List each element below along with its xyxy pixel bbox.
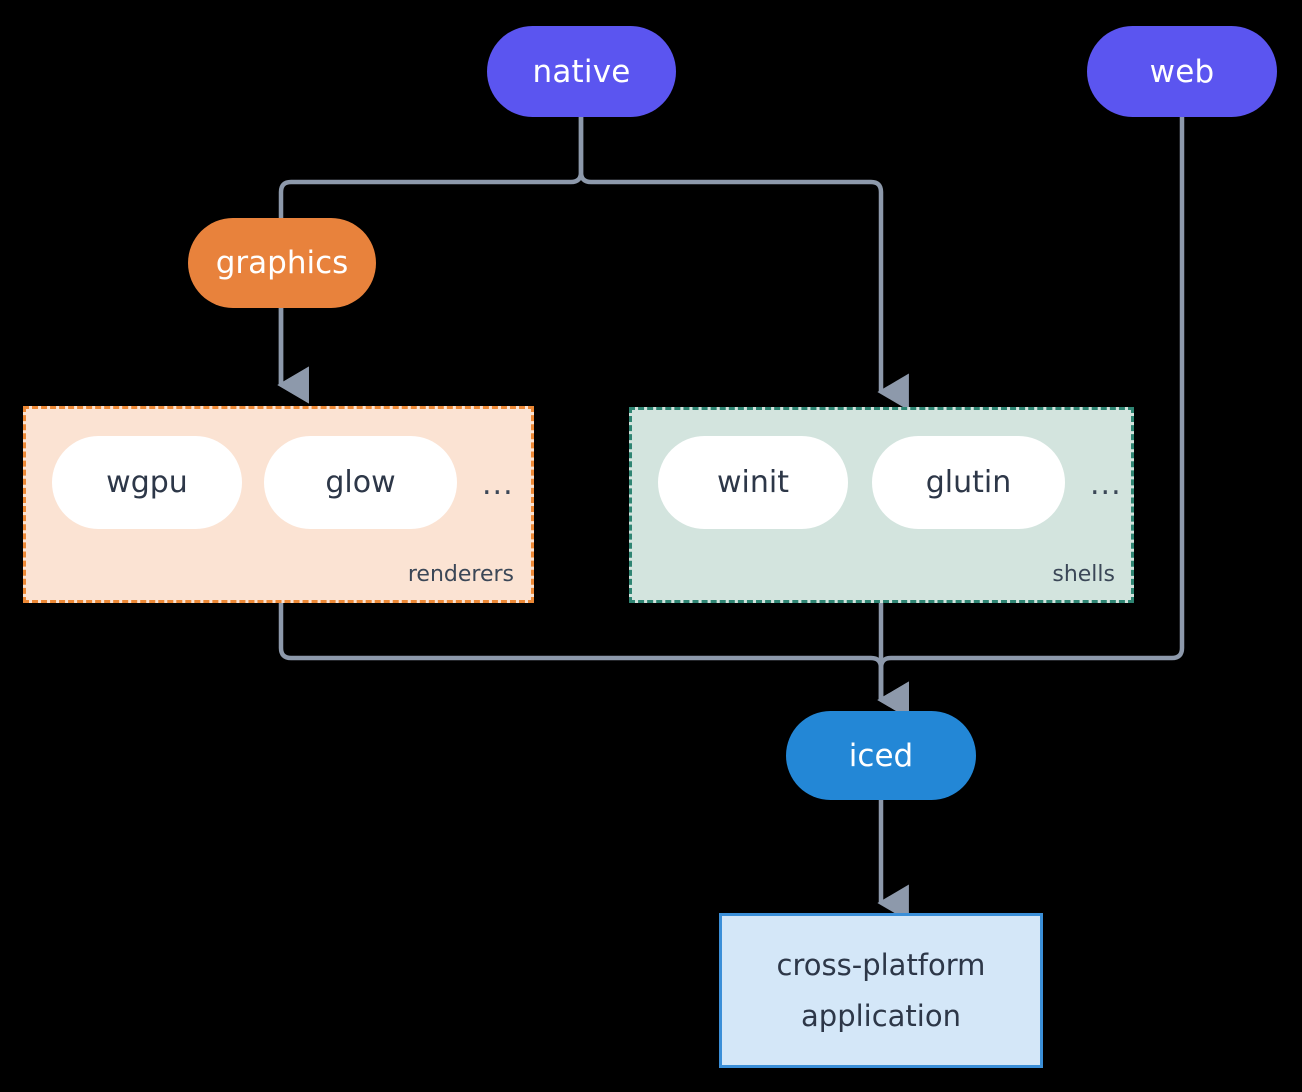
shells-more-ellipsis: ...	[1090, 467, 1122, 502]
edge-renderers-to-iced	[278, 603, 909, 719]
shell-item-winit-label: winit	[717, 465, 789, 500]
shell-item-winit[interactable]: winit	[658, 436, 848, 529]
renderer-item-wgpu[interactable]: wgpu	[52, 436, 242, 529]
group-renderers: wgpu glow ... renderers	[23, 406, 534, 603]
node-iced[interactable]: iced	[786, 711, 976, 800]
node-graphics-label: graphics	[215, 245, 349, 281]
node-native-label: native	[532, 53, 631, 90]
node-application[interactable]: cross-platform application	[719, 913, 1043, 1068]
renderer-item-glow[interactable]: glow	[264, 436, 457, 529]
edge-native-to-shells	[578, 116, 909, 411]
renderer-item-glow-label: glow	[325, 465, 396, 500]
group-shells-label: shells	[1052, 562, 1115, 587]
node-graphics[interactable]: graphics	[188, 218, 376, 308]
shell-item-glutin-label: glutin	[925, 465, 1012, 500]
node-native[interactable]: native	[487, 26, 676, 117]
renderers-more-ellipsis: ...	[482, 467, 514, 502]
application-label-line1: cross-platform	[776, 947, 986, 982]
application-label-line2: application	[801, 998, 961, 1033]
group-shells: winit glutin ... shells	[629, 407, 1134, 603]
group-renderers-label: renderers	[407, 562, 514, 587]
node-iced-label: iced	[848, 737, 914, 774]
renderer-item-wgpu-label: wgpu	[106, 465, 188, 500]
shell-item-glutin[interactable]: glutin	[872, 436, 1065, 529]
node-web[interactable]: web	[1087, 26, 1277, 117]
node-web-label: web	[1149, 53, 1215, 90]
